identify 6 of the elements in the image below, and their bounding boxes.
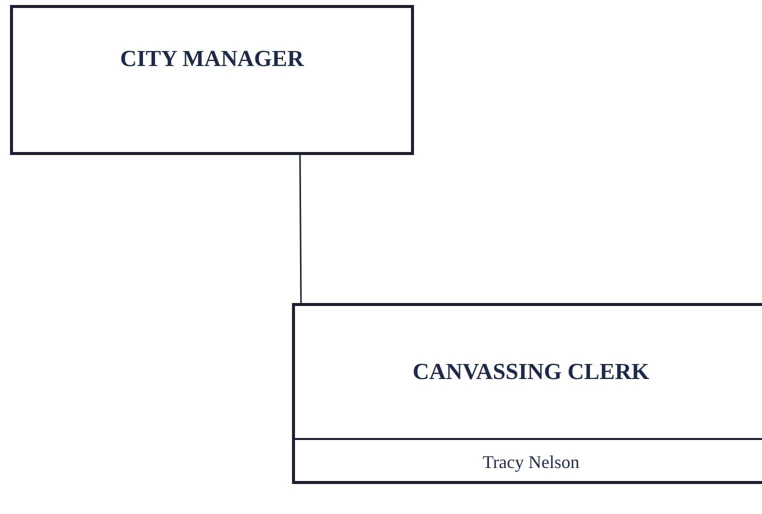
person-name: Tracy Nelson [482,452,580,473]
org-box [10,5,414,155]
org-box [292,303,762,484]
position-title: CITY MANAGER [119,46,305,72]
position-title: CANVASSING CLERK [412,359,650,385]
connector-line [299,155,302,303]
